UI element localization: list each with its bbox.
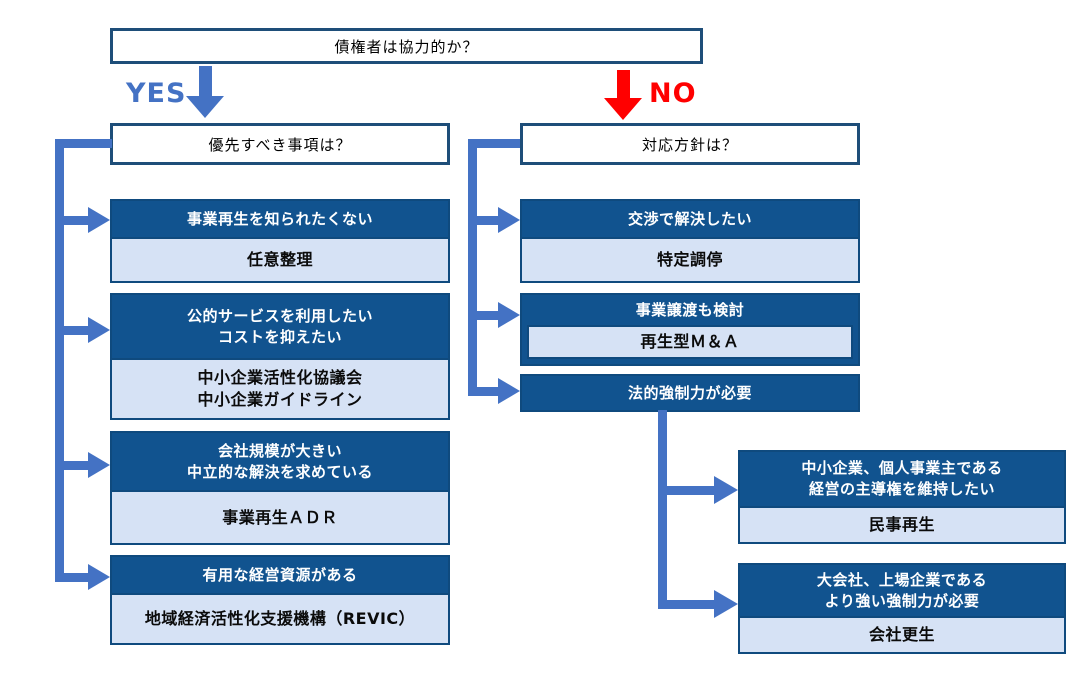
legal-branch2-arrow-icon: [714, 590, 738, 618]
yes-label: YES: [126, 78, 187, 109]
condition-text: 有用な経営資源がある: [202, 565, 358, 584]
option-box-nintei: 事業再生を知られたくない 任意整理: [110, 199, 450, 283]
legal-connector-trunk: [658, 410, 667, 609]
right-branch3-arrow-icon: [498, 378, 520, 404]
solution-text: 民事再生: [740, 506, 1064, 542]
left-branch1-arrow-icon: [88, 207, 110, 233]
solution-text: 会社更生: [740, 616, 1064, 652]
left-connector-top: [55, 139, 112, 148]
condition-text: 事業再生を知られたくない: [186, 209, 373, 228]
legal-branch2-line: [658, 600, 714, 609]
condition-text: 法的強制力が必要: [627, 383, 752, 402]
solution-text: 事業再生ＡＤＲ: [112, 490, 448, 543]
left-branch1-line: [55, 216, 88, 225]
solution-text: 特定調停: [522, 237, 858, 281]
option-box-ma: 事業譲渡も検討 再生型Ｍ＆Ａ: [520, 293, 860, 366]
root-question-box: 債権者は協力的か？: [110, 28, 703, 64]
condition-text: 会社規模が大きい 中立的な解決を求めている: [186, 441, 373, 481]
solution-text: 再生型Ｍ＆Ａ: [527, 325, 853, 359]
condition-text: 事業譲渡も検討: [635, 300, 745, 319]
right-branch1-line: [468, 216, 498, 225]
condition-text: 公的サービスを利用したい コストを抑えたい: [186, 306, 373, 346]
left-branch4-arrow-icon: [88, 564, 110, 590]
option-box-chotei: 交渉で解決したい 特定調停: [520, 199, 860, 283]
no-question-box: 対応方針は？: [520, 123, 860, 165]
left-branch4-line: [55, 573, 88, 582]
yes-arrow-down-icon: [199, 66, 212, 97]
legal-branch1-line: [658, 486, 714, 495]
option-box-legal: 法的強制力が必要: [520, 374, 860, 412]
right-connector-trunk: [468, 139, 477, 396]
right-connector-top: [468, 139, 520, 148]
right-branch1-arrow-icon: [498, 207, 520, 233]
right-branch2-arrow-icon: [498, 302, 520, 328]
yes-arrowhead-icon: [186, 96, 224, 118]
option-box-revic: 有用な経営資源がある 地域経済活性化支援機構（REVIC）: [110, 555, 450, 645]
left-branch2-arrow-icon: [88, 317, 110, 343]
left-connector-trunk: [55, 139, 64, 582]
right-branch2-line: [468, 311, 498, 320]
condition-text: 大会社、上場企業である より強い強制力が必要: [816, 570, 988, 610]
left-branch3-arrow-icon: [88, 452, 110, 478]
right-branch3-line: [468, 387, 498, 396]
no-label: NO: [649, 78, 697, 109]
option-box-kaisha-kosei: 大会社、上場企業である より強い強制力が必要 会社更生: [738, 563, 1066, 654]
left-branch2-line: [55, 326, 88, 335]
no-arrow-down-icon: [617, 70, 630, 99]
no-arrowhead-icon: [604, 98, 642, 120]
condition-text: 交渉で解決したい: [627, 209, 752, 228]
option-box-kyogikai: 公的サービスを利用したい コストを抑えたい 中小企業活性化協議会 中小企業ガイド…: [110, 293, 450, 420]
legal-branch1-arrow-icon: [714, 476, 738, 504]
left-branch3-line: [55, 461, 88, 470]
solution-text: 任意整理: [112, 237, 448, 281]
solution-text: 地域経済活性化支援機構（REVIC）: [112, 593, 448, 643]
yes-question-box: 優先すべき事項は？: [110, 123, 450, 165]
solution-text: 中小企業活性化協議会 中小企業ガイドライン: [112, 358, 448, 418]
option-box-adr: 会社規模が大きい 中立的な解決を求めている 事業再生ＡＤＲ: [110, 431, 450, 545]
condition-text: 中小企業、個人事業主である 経営の主導権を維持したい: [801, 459, 1003, 498]
option-box-minji: 中小企業、個人事業主である 経営の主導権を維持したい 民事再生: [738, 450, 1066, 544]
